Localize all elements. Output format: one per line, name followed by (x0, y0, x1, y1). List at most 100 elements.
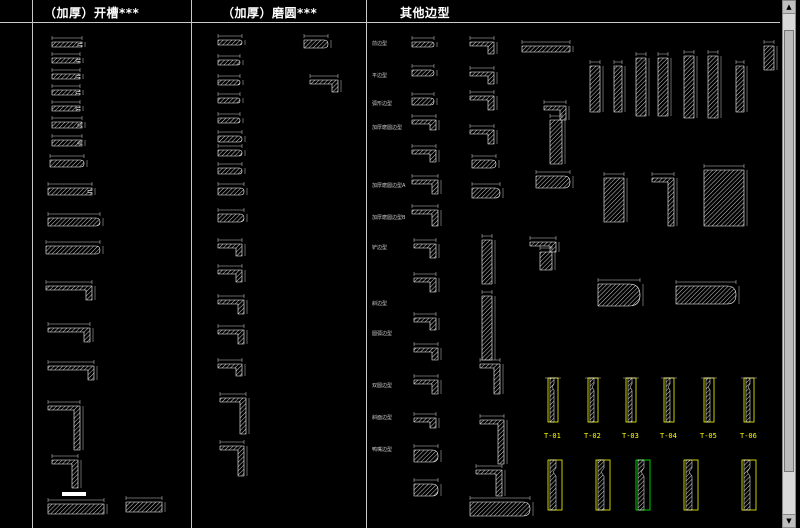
tile-profile-row2-2 (595, 459, 611, 511)
side-label: 平边型 (372, 73, 388, 79)
col3-profile (411, 174, 442, 195)
col3-profile (469, 36, 498, 55)
col3-strip (735, 60, 748, 113)
col3-strip (683, 50, 698, 119)
col1-profile (51, 52, 84, 64)
tile-profile-1 (545, 377, 561, 423)
tile-profile-2 (585, 377, 601, 423)
scrollbar-thumb[interactable] (784, 30, 794, 472)
col1-profile (47, 212, 104, 227)
col2-profile (217, 264, 246, 283)
col3-profile (411, 144, 440, 163)
col2-profile (217, 34, 246, 46)
header-col3: 其他边型 (400, 6, 451, 20)
side-label: 加厚磨圆边型 (372, 125, 403, 131)
col2-profile (217, 182, 248, 196)
col1-profile (51, 100, 84, 112)
side-label: 斜面边型 (372, 415, 393, 421)
col1-profile (49, 154, 88, 168)
col3-profile (481, 234, 496, 285)
col2-profile (217, 144, 246, 157)
col3-profile (411, 64, 438, 77)
col3-profile (603, 172, 628, 223)
col3-profile (413, 342, 442, 361)
col3-profile (539, 246, 556, 271)
col3-profile (413, 238, 440, 259)
col2-profile (303, 34, 332, 49)
tile-label: T-06 (740, 432, 757, 440)
col2-profiles (217, 34, 342, 477)
col2-profile (217, 92, 244, 104)
col3-strip (657, 52, 672, 117)
col3-profile (479, 358, 504, 395)
col3-profile (413, 478, 442, 497)
col3-profile (529, 236, 560, 253)
header-col1: （加厚）开槽*** (44, 6, 140, 20)
col3-strip (613, 60, 626, 113)
side-label: 圆弧边型 (372, 331, 393, 337)
col3-profile (125, 496, 166, 513)
col2-profile (217, 324, 248, 345)
col3-profile (675, 280, 740, 305)
side-label: 铲边型 (372, 245, 388, 251)
col3-profile (47, 498, 108, 515)
tile-profile-row2-5 (741, 459, 757, 511)
col3-profile (469, 90, 498, 111)
col3-profile (469, 66, 498, 85)
col3-profile (469, 496, 534, 517)
side-label: 双圆边型 (372, 383, 393, 389)
tile-profile-row2-1 (547, 459, 563, 511)
col3-profile (471, 182, 504, 199)
col1-profile (47, 360, 98, 381)
header-underline (0, 22, 780, 23)
tile-label: T-03 (622, 432, 639, 440)
scroll-down-button[interactable]: ▼ (782, 514, 796, 528)
tile-profile-3 (623, 377, 639, 423)
col2-profile (217, 130, 246, 143)
col3-profile (535, 170, 574, 189)
col3-profile (413, 412, 440, 429)
side-label: 加厚磨圆边型B (372, 215, 406, 221)
col3-profile (597, 278, 644, 307)
scroll-up-button[interactable]: ▲ (782, 0, 796, 14)
col2-profile (217, 238, 246, 257)
col1-profile (51, 36, 86, 48)
col3-profile (469, 124, 498, 145)
col2-profile (217, 208, 248, 223)
col3-profile (413, 444, 442, 463)
col3-profile (651, 172, 678, 227)
tile-profile-6 (741, 377, 757, 423)
col3-strip (589, 60, 604, 113)
side-label: 斜边型 (372, 301, 388, 307)
col1-profile (45, 280, 96, 301)
col1-highlight-bar (62, 492, 86, 496)
col3-profile (479, 414, 508, 465)
col3-profile (543, 100, 570, 121)
col2-profile (217, 162, 246, 175)
divider-2 (366, 0, 367, 528)
tile-label: T-04 (660, 432, 677, 440)
col3-profile (481, 290, 496, 361)
col3-profile (471, 154, 500, 169)
col1-profile (51, 116, 86, 129)
col1-profile (51, 68, 84, 80)
col3-profile (411, 92, 438, 106)
col1-profile (51, 84, 84, 96)
col2-profile (217, 112, 244, 124)
header-col2: （加厚）磨圆*** (222, 6, 318, 20)
tile-label: T-05 (700, 432, 717, 440)
side-label: 加厚磨圆边型A (372, 183, 406, 189)
col3-profile (411, 36, 438, 48)
col2-profile (219, 440, 248, 477)
col3-profiles (47, 36, 778, 517)
col1-profile (51, 454, 82, 489)
col2-profile (217, 294, 248, 315)
col2-profile (217, 74, 244, 86)
divider-left (32, 0, 33, 528)
side-label: 前边型 (372, 41, 388, 47)
col1-profile (45, 240, 104, 255)
tile-profile-row2-3 (635, 459, 651, 511)
col3-profile (521, 40, 574, 53)
tile-profile-row2-4 (683, 459, 699, 511)
